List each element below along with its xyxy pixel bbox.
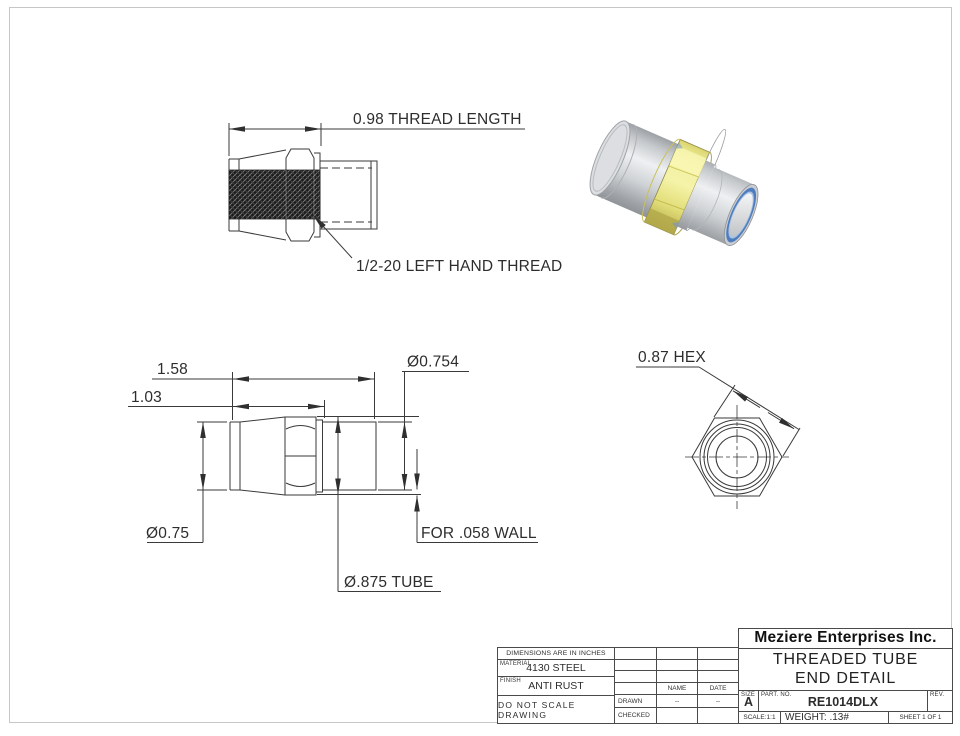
render-body-cylinder xyxy=(594,121,680,218)
view-3d-render xyxy=(589,120,759,247)
notes-column: DIMENSIONS ARE IN INCHES MATERIAL 4130 S… xyxy=(498,648,615,723)
rev-label: REV. xyxy=(930,691,945,698)
dim-end-diameter xyxy=(147,421,227,543)
title-block-notes-section: DIMENSIONS ARE IN INCHES MATERIAL 4130 S… xyxy=(497,647,739,724)
render-front-face xyxy=(723,184,759,247)
material-row: MATERIAL 4130 STEEL xyxy=(498,660,614,677)
size-cell: SIZE A xyxy=(739,690,759,711)
material-value: 4130 STEEL xyxy=(526,662,586,674)
sig-cell xyxy=(657,659,698,671)
dim-thread-length xyxy=(228,123,525,156)
weight-cell: WEIGHT: .13# xyxy=(781,711,889,723)
tube-note-text: Ø.875 TUBE xyxy=(344,574,434,591)
finish-row: FINISH ANTI RUST xyxy=(498,677,614,696)
thread-note-text: 1/2-20 LEFT HAND THREAD xyxy=(356,258,562,275)
drawn-name: -- xyxy=(657,695,698,708)
wall-note-text: FOR .058 WALL xyxy=(421,525,537,542)
material-label: MATERIAL xyxy=(500,661,532,667)
dim-wall-thickness xyxy=(414,449,538,543)
drawn-date: -- xyxy=(698,695,738,708)
drawing-title-line1: THREADED TUBE xyxy=(772,650,919,668)
render-back-cap xyxy=(589,120,631,196)
units-note: DIMENSIONS ARE IN INCHES xyxy=(498,648,614,660)
company-name: Meziere Enterprises Inc. xyxy=(739,629,952,649)
dim-body-text: 1.03 xyxy=(131,389,162,406)
thread-band xyxy=(228,169,321,220)
scale-cell: SCALE:1:1 xyxy=(739,711,781,723)
sig-cell xyxy=(698,708,738,723)
dim-total-length xyxy=(152,372,375,420)
dim-tube-diameter xyxy=(335,417,441,592)
sig-cell xyxy=(698,648,738,660)
part-number-row: SIZE A PART. NO. RE1014DLX REV. xyxy=(739,690,952,712)
view-side-dimensioned: 1.58 1.03 Ø0.754 Ø0.75 FOR .058 WALL Ø.8… xyxy=(128,354,538,592)
dia-spigot-text: Ø0.754 xyxy=(407,354,459,371)
sig-cell xyxy=(615,671,657,683)
scale-row: SCALE:1:1 WEIGHT: .13# SHEET 1 OF 1 xyxy=(739,711,952,723)
size-value: A xyxy=(743,695,754,710)
leader-thread-note xyxy=(312,214,353,259)
sig-cell xyxy=(615,648,657,660)
finish-label: FINISH xyxy=(500,678,521,684)
sig-cell xyxy=(657,648,698,660)
sheet-cell: SHEET 1 OF 1 xyxy=(899,713,942,721)
part-number-label: PART. NO. xyxy=(761,691,792,698)
render-collar xyxy=(677,160,716,231)
render-tube xyxy=(687,167,755,246)
view-hex-end: 0.87 HEX xyxy=(636,349,801,509)
title-block-main: Meziere Enterprises Inc. THREADED TUBE E… xyxy=(738,628,953,724)
checked-label: CHECKED xyxy=(615,708,657,723)
sheet-border xyxy=(9,7,952,723)
dim-body-length xyxy=(128,400,325,418)
view-threaded-side: 0.98 THREAD LENGTH 1/2-20 LEFT HAND THRE… xyxy=(228,111,562,275)
dia-end-text: Ø0.75 xyxy=(146,525,189,542)
dim-total-text: 1.58 xyxy=(157,361,188,378)
part-number-value: RE1014DLX xyxy=(807,694,879,709)
dim-thread-length-text: 0.98 THREAD LENGTH xyxy=(353,111,522,128)
sig-cell xyxy=(698,660,738,671)
rev-cell: REV. xyxy=(928,691,952,711)
sig-cell xyxy=(615,659,657,671)
dim-hex-flats xyxy=(636,366,801,457)
size-label: SIZE xyxy=(741,691,756,698)
finish-value: ANTI RUST xyxy=(528,680,584,692)
sig-cell xyxy=(657,708,698,723)
sig-cell xyxy=(615,682,657,695)
part-number-cell: PART. NO. RE1014DLX xyxy=(759,690,928,711)
no-scale-note: DO NOT SCALE DRAWING xyxy=(498,699,576,720)
sig-cell xyxy=(657,671,698,683)
dim-hex-text: 0.87 HEX xyxy=(638,349,706,366)
drawing-title-line2: END DETAIL xyxy=(794,670,897,688)
drawn-label: DRAWN xyxy=(615,695,657,708)
dim-spigot-diameter xyxy=(378,371,469,491)
drawing-title: THREADED TUBE END DETAIL xyxy=(739,649,952,691)
name-header: NAME xyxy=(657,682,698,695)
signature-table: NAME DATE DRAWN -- -- CHECKED xyxy=(615,648,738,723)
sig-cell xyxy=(698,671,738,683)
date-header: DATE xyxy=(698,683,738,695)
